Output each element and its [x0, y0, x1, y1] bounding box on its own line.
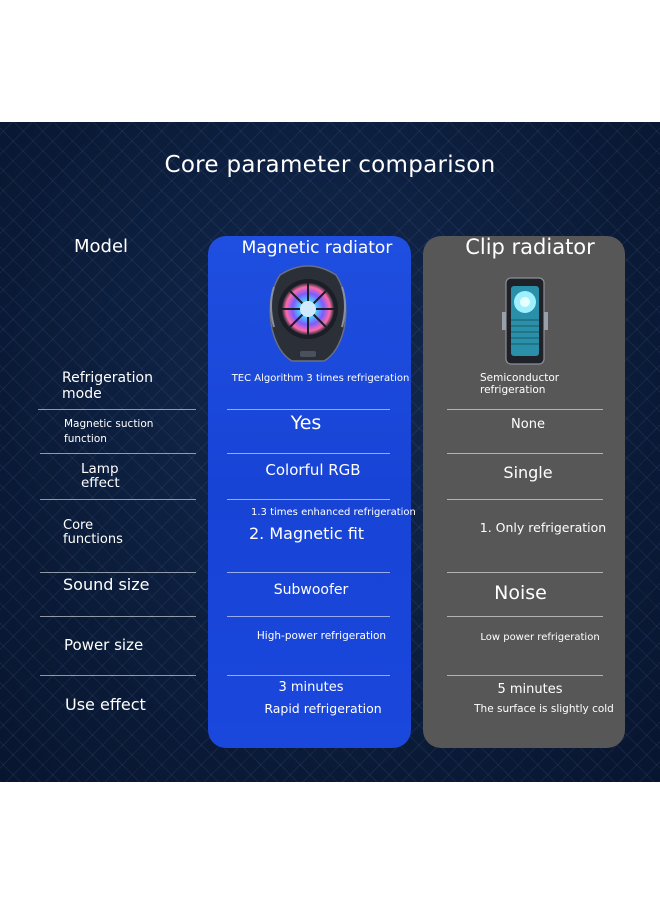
row-divider [227, 409, 390, 410]
magnetic-suction-value: Yes [290, 412, 322, 434]
clip-power-size: Low power refrigeration [480, 632, 600, 643]
magnetic-power-size: High-power refrigeration [256, 630, 387, 642]
row-divider [227, 675, 390, 676]
magnetic-lamp-effect: Colorful RGB [265, 461, 361, 479]
magnetic-use-effect-desc: Rapid refrigeration [264, 701, 382, 716]
page-title: Core parameter comparison [164, 152, 496, 178]
magnetic-sound-size: Subwoofer [273, 582, 349, 598]
row-divider [227, 572, 390, 573]
row-divider [447, 453, 603, 454]
power-size-label: Power size [64, 636, 144, 654]
row-divider [227, 499, 390, 500]
magnetic-refrigeration-mode: TEC Algorithm 3 times refrigeration [231, 373, 410, 384]
clip-suction-value: None [511, 417, 545, 432]
model-label: Model [74, 236, 129, 257]
magnetic-radiator-image [269, 265, 347, 362]
clip-use-effect-time: 5 minutes [497, 682, 563, 697]
row-divider [447, 616, 603, 617]
magnetic-suction-label: Magnetic suction function [64, 418, 154, 445]
row-divider [447, 675, 603, 676]
clip-core-function: 1. Only refrigeration [479, 520, 607, 535]
comparison-panel: Core parameter comparison Model Magnetic… [0, 122, 660, 782]
magnetic-core-function-2: 2. Magnetic fit [249, 524, 365, 543]
use-effect-label: Use effect [65, 695, 146, 714]
clip-radiator-image [502, 277, 548, 365]
magnetic-core-function-1: 1.3 times enhanced refrigeration [251, 507, 416, 518]
sound-size-label: Sound size [63, 575, 150, 594]
row-divider [227, 453, 390, 454]
clip-lamp-effect: Single [503, 463, 553, 482]
row-divider [40, 616, 196, 617]
row-divider [447, 499, 603, 500]
row-divider [40, 499, 196, 500]
row-divider [40, 453, 196, 454]
magnetic-radiator-heading: Magnetic radiator [241, 238, 393, 258]
row-divider [40, 675, 196, 676]
row-divider [40, 572, 196, 573]
row-divider [227, 616, 390, 617]
clip-refrigeration-mode: Semiconductor refrigeration [480, 372, 560, 396]
row-divider [38, 409, 196, 410]
lamp-effect-label: Lamp effect [81, 461, 120, 491]
clip-radiator-heading: Clip radiator [465, 235, 595, 259]
refrigeration-mode-label: Refrigeration mode [62, 370, 153, 402]
core-functions-label: Core functions [63, 518, 123, 547]
row-divider [447, 409, 603, 410]
clip-use-effect-desc: The surface is slightly cold [474, 703, 614, 715]
clip-sound-size: Noise [494, 582, 547, 604]
row-divider [447, 572, 603, 573]
magnetic-use-effect-time: 3 minutes [278, 680, 344, 695]
